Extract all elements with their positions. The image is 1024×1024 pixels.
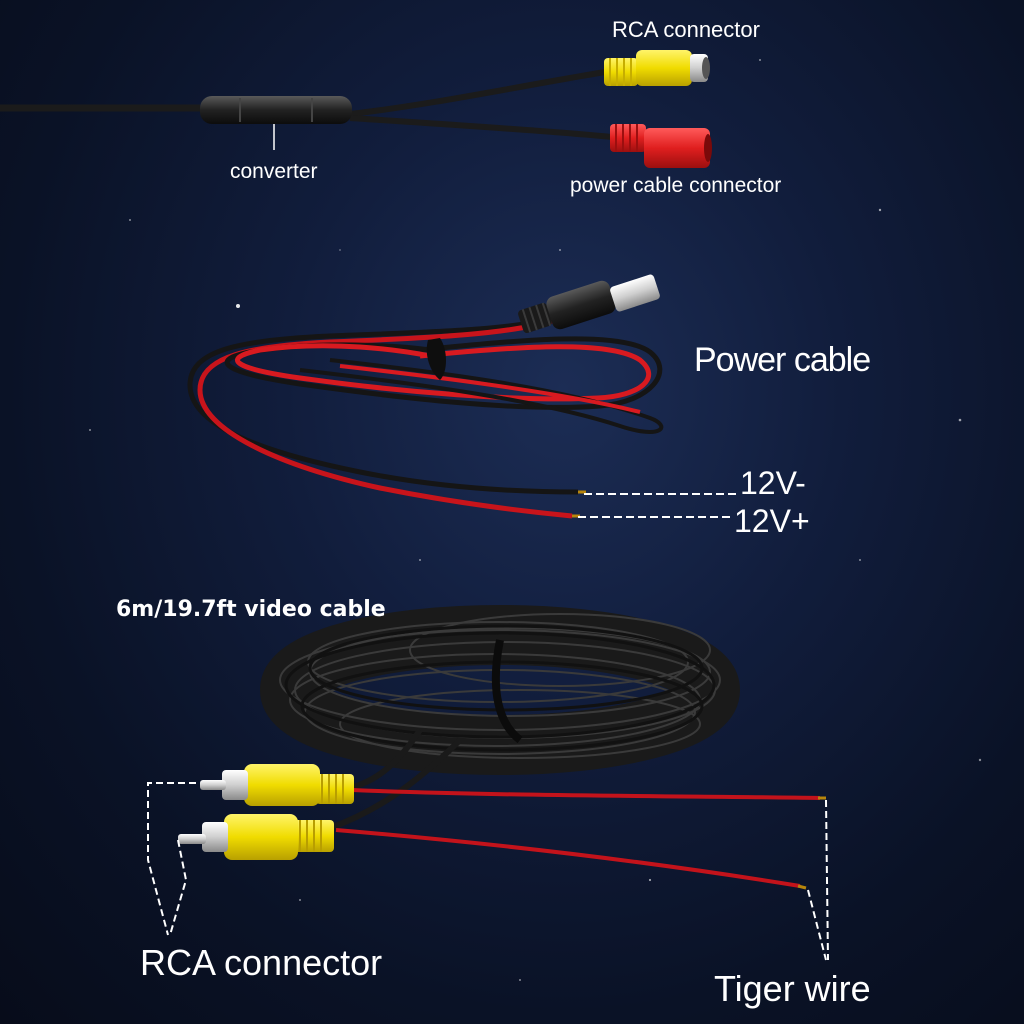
video-cable-label: 6m/19.7ft video cable <box>116 597 386 622</box>
positive-terminal-label: 12V+ <box>734 503 810 539</box>
power-cable-label: Power cable <box>694 341 871 379</box>
rca-plug-lower <box>178 814 334 860</box>
tiger-wire-label: Tiger wire <box>714 968 871 1009</box>
video-cable-coil <box>260 605 740 831</box>
converter-label: converter <box>230 160 318 183</box>
rca-plug-upper <box>200 764 354 806</box>
rca-connector-bottom-label: RCA connector <box>140 942 383 983</box>
tiger-wire <box>335 788 826 890</box>
rca-connector-top <box>604 50 710 86</box>
converter-cable <box>0 69 613 150</box>
rca-connector-label: RCA connector <box>612 17 760 42</box>
power-cable-connector <box>610 124 712 168</box>
cable-tie <box>491 639 523 744</box>
cable-tie <box>426 338 446 380</box>
power-cable-connector-label: power cable connector <box>570 174 782 197</box>
starfield <box>89 59 982 981</box>
negative-terminal-label: 12V- <box>740 465 806 501</box>
power-cable <box>187 274 740 519</box>
rca-bracket <box>147 782 196 936</box>
tiger-bracket <box>807 799 829 961</box>
converter-body <box>200 96 352 124</box>
